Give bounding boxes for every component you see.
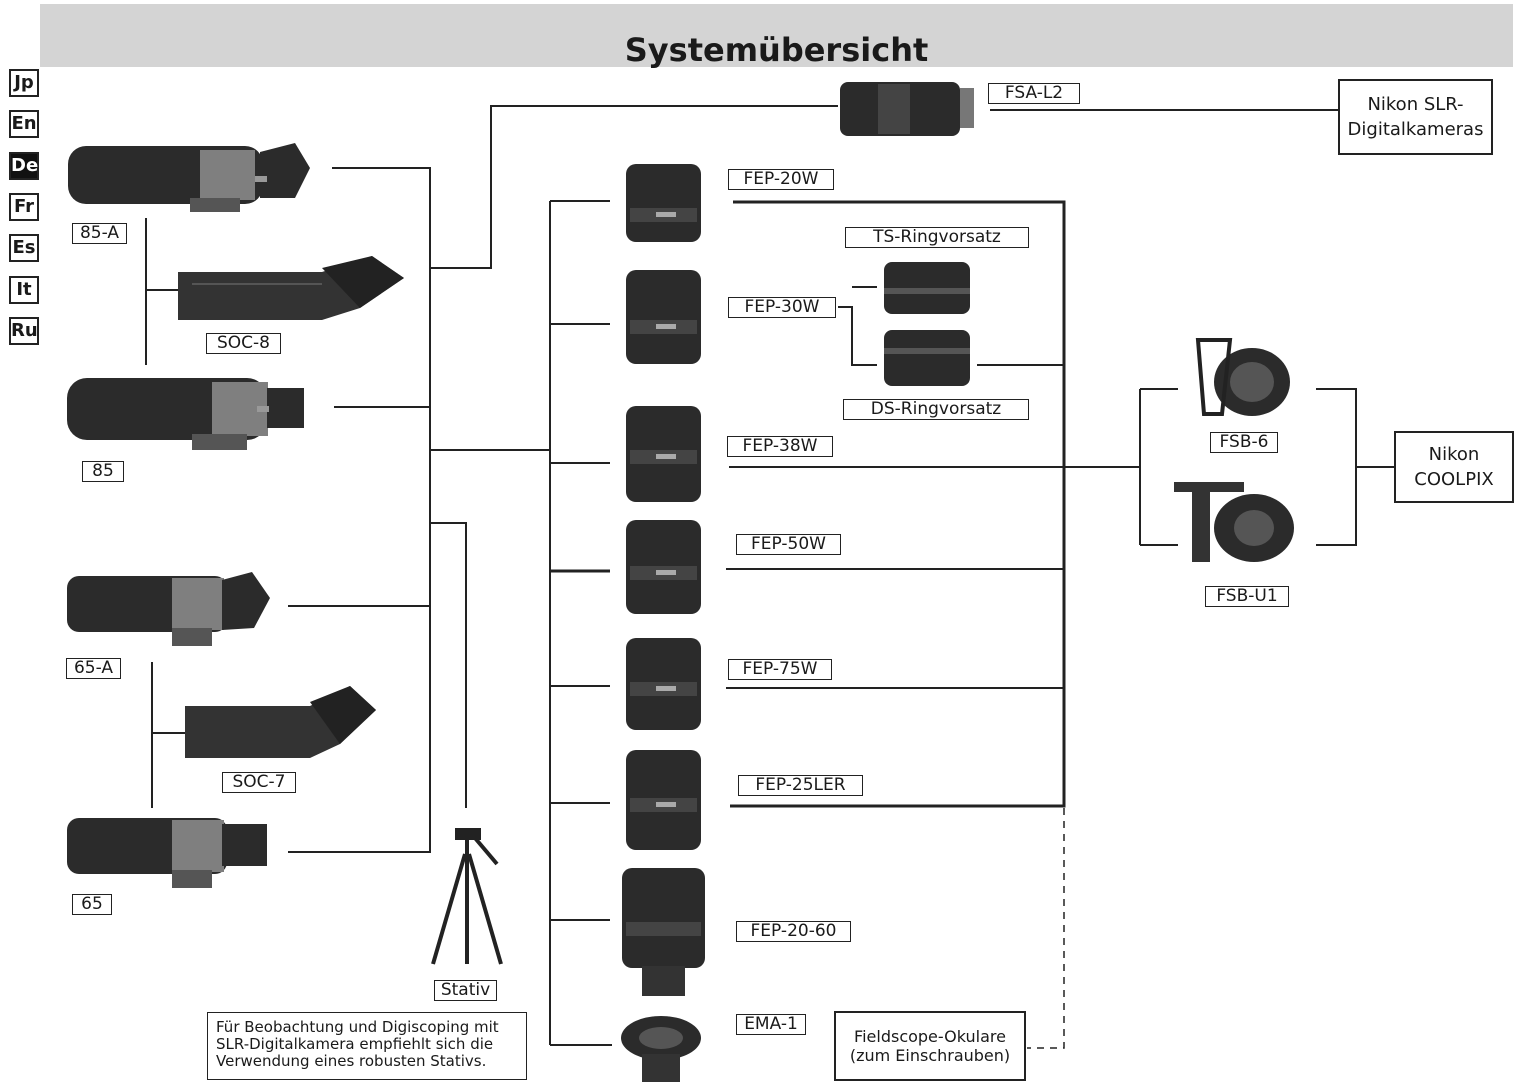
label-ds-ring: DS-Ringvorsatz	[843, 399, 1029, 420]
bracket-fsbu1-image	[1174, 482, 1294, 562]
ring-ds-image	[884, 330, 970, 386]
lang-tab-ru[interactable]: Ru	[9, 317, 39, 345]
scope-case-soc7-image	[185, 686, 376, 758]
eyepiece-fep38w-image	[626, 406, 701, 502]
label-ema1: EMA-1	[736, 1014, 806, 1035]
label-fep2060: FEP-20-60	[736, 921, 851, 942]
label-fep20w: FEP-20W	[728, 169, 834, 190]
spotting-scope-85a-image	[68, 143, 310, 212]
adapter-ema1-image	[621, 1016, 701, 1082]
label-fep75w: FEP-75W	[728, 659, 832, 680]
spotting-scope-65-image	[67, 818, 267, 888]
header-bar: Systemübersicht	[40, 4, 1513, 69]
adapter-fsa-l2-image	[840, 82, 974, 136]
label-85: 85	[82, 461, 124, 482]
spotting-scope-65a-image	[67, 572, 270, 646]
box-nikon-coolpix-line: COOLPIX	[1414, 469, 1494, 490]
box-nikon-slr: Nikon SLR- Digitalkameras	[1338, 79, 1493, 155]
label-fep25ler: FEP-25LER	[738, 775, 863, 796]
label-85a: 85-A	[72, 223, 127, 244]
box-nikon-slr-line: Nikon SLR-	[1367, 94, 1464, 115]
lang-tab-it[interactable]: It	[9, 276, 39, 304]
eyepiece-fep20w-image	[626, 164, 701, 242]
box-fieldscope-okulare: Fieldscope-Okulare (zum Einschrauben)	[834, 1011, 1026, 1081]
box-nikon-coolpix-line: Nikon	[1428, 444, 1480, 465]
tripod-note-line: Verwendung eines robusten Stativs.	[216, 1052, 487, 1070]
eyepiece-fep2060-image	[622, 868, 705, 996]
label-fsa-l2: FSA-L2	[988, 83, 1080, 104]
bracket-fsb6-image	[1195, 338, 1290, 416]
tripod-note: Für Beobachtung und Digiscoping mit SLR-…	[207, 1012, 527, 1080]
eyepiece-fep75w-image	[626, 638, 701, 730]
label-fep50w: FEP-50W	[736, 534, 841, 555]
box-fieldscope-line: Fieldscope-Okulare	[854, 1027, 1006, 1046]
label-65: 65	[72, 894, 112, 915]
label-soc7: SOC-7	[222, 772, 296, 793]
scope-case-soc8-image	[178, 256, 404, 320]
lang-tab-de[interactable]: De	[9, 152, 39, 180]
spotting-scope-85-image	[67, 378, 304, 450]
lang-tab-jp[interactable]: Jp	[9, 69, 39, 97]
lang-tab-fr[interactable]: Fr	[9, 193, 39, 221]
eyepiece-fep30w-image	[626, 270, 701, 364]
box-nikon-slr-line: Digitalkameras	[1347, 119, 1484, 140]
page-title: Systemübersicht	[624, 31, 929, 69]
lang-tab-en[interactable]: En	[9, 110, 39, 138]
label-soc8: SOC-8	[206, 333, 281, 354]
label-fsbu1: FSB-U1	[1205, 586, 1289, 607]
ring-ts-image	[884, 262, 970, 314]
tripod-note-line: SLR-Digitalkamera empfiehlt sich die	[216, 1035, 494, 1053]
label-stativ: Stativ	[434, 980, 497, 1001]
label-fsb6: FSB-6	[1210, 432, 1278, 453]
label-fep30w: FEP-30W	[728, 297, 836, 318]
eyepiece-fep50w-image	[626, 520, 701, 614]
box-fieldscope-line: (zum Einschrauben)	[849, 1046, 1011, 1065]
tripod-note-line: Für Beobachtung und Digiscoping mit	[216, 1018, 499, 1036]
label-65a: 65-A	[66, 658, 121, 679]
lang-tab-es[interactable]: Es	[9, 234, 39, 262]
box-nikon-coolpix: Nikon COOLPIX	[1394, 431, 1514, 503]
tripod-image	[431, 828, 503, 965]
label-fep38w: FEP-38W	[727, 436, 833, 457]
eyepiece-fep25ler-image	[626, 750, 701, 850]
label-ts-ring: TS-Ringvorsatz	[845, 227, 1029, 248]
